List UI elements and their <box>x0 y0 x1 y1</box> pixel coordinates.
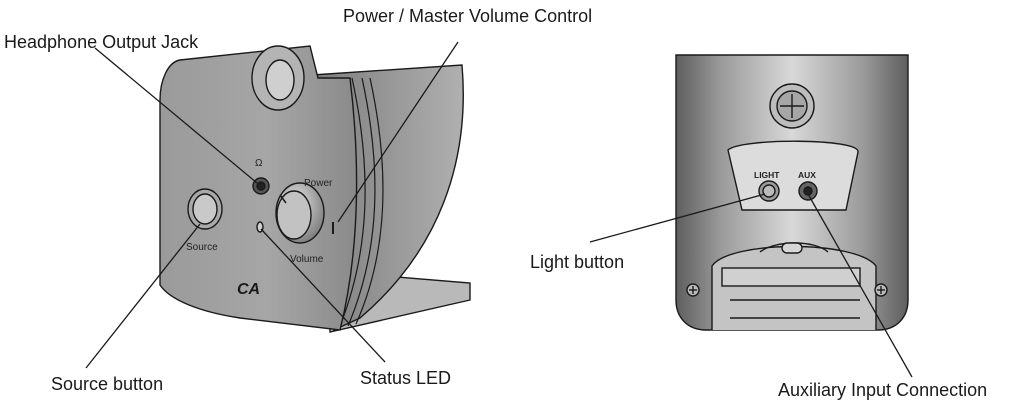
aux-label: AUX <box>798 170 816 180</box>
power-label: Power <box>304 178 333 189</box>
callout-source-button: Source button <box>51 374 163 394</box>
headphone-symbol: Ω <box>255 158 263 169</box>
brand-logo: CA <box>237 281 260 298</box>
volume-label: Volume <box>290 254 324 265</box>
callout-aux-input: Auxiliary Input Connection <box>778 380 987 400</box>
callout-status-led: Status LED <box>360 368 451 388</box>
callout-headphone: Headphone Output Jack <box>4 32 198 52</box>
rear-control-plate <box>728 141 858 210</box>
rear-speaker <box>676 55 908 330</box>
callout-power-volume: Power / Master Volume Control <box>343 6 592 26</box>
front-speaker <box>160 46 470 332</box>
light-label: LIGHT <box>754 170 780 180</box>
callout-light-button: Light button <box>530 252 624 272</box>
source-label: Source <box>186 242 218 253</box>
